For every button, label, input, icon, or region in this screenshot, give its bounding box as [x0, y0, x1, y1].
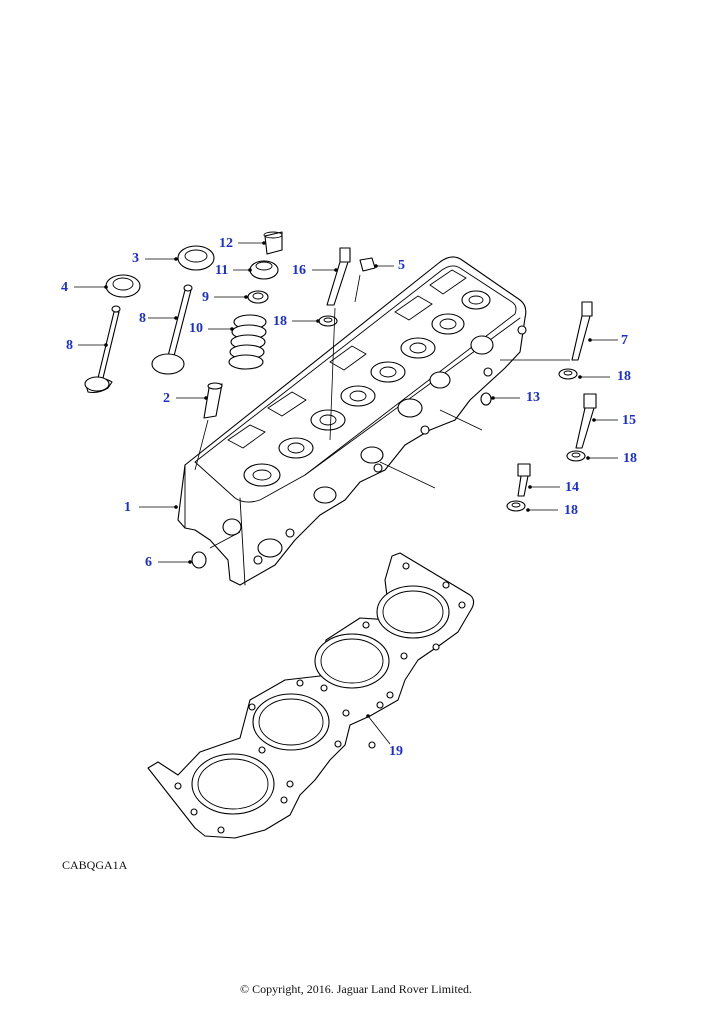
callout-4[interactable]: 4: [61, 280, 68, 295]
callout-3[interactable]: 3: [132, 251, 139, 266]
exhaust-valve: [84, 305, 121, 394]
valve-guide: [203, 382, 223, 419]
cap-nut: [359, 257, 376, 272]
hydraulic-tappet: [263, 231, 283, 255]
callout-10[interactable]: 10: [189, 321, 203, 336]
illustration-reference-code: CABQGA1A: [62, 858, 128, 872]
callout-1[interactable]: 1: [124, 500, 131, 515]
short-bolt: [517, 463, 531, 497]
valve-spring: [228, 314, 267, 370]
long-bolt-upper-right: [571, 301, 593, 361]
callout-15[interactable]: 15: [622, 413, 636, 428]
callout-11[interactable]: 11: [215, 263, 229, 278]
valve-collets: [247, 290, 269, 304]
spring-seat-ring: [177, 245, 215, 271]
callout-7[interactable]: 7: [621, 333, 628, 348]
assembly-lines: [194, 274, 570, 549]
callout-18-center[interactable]: 18: [273, 314, 287, 329]
callout-9[interactable]: 9: [202, 290, 209, 305]
long-bolt-center: [326, 247, 351, 306]
copyright-notice: © Copyright, 2016. Jaguar Land Rover Lim…: [239, 982, 473, 996]
callout-8-exhaust[interactable]: 8: [66, 338, 73, 353]
callout-8-intake[interactable]: 8: [139, 311, 146, 326]
spring-retainer: [249, 260, 279, 280]
callout-12[interactable]: 12: [219, 236, 233, 251]
callout-14[interactable]: 14: [565, 480, 579, 495]
callout-18-lower[interactable]: 18: [564, 503, 578, 518]
core-plug: [191, 551, 207, 569]
callout-5[interactable]: 5: [398, 258, 405, 273]
callout-16[interactable]: 16: [292, 263, 306, 278]
valve-stem-seal: [105, 274, 141, 298]
callout-2[interactable]: 2: [163, 391, 170, 406]
washer: [506, 500, 526, 512]
washer: [566, 450, 586, 462]
washer: [558, 368, 578, 380]
washer: [318, 315, 338, 327]
callout-19[interactable]: 19: [389, 744, 403, 759]
leader-lines: [74, 241, 618, 745]
intake-valve: [151, 284, 193, 375]
callout-18-middle[interactable]: 18: [623, 451, 637, 466]
head-gasket: [147, 552, 475, 839]
callout-18-upper[interactable]: 18: [617, 369, 631, 384]
long-bolt-right: [575, 393, 597, 449]
callout-6[interactable]: 6: [145, 555, 152, 570]
dowel: [480, 392, 492, 406]
callout-13[interactable]: 13: [526, 390, 540, 405]
cylinder-head: [177, 256, 527, 586]
